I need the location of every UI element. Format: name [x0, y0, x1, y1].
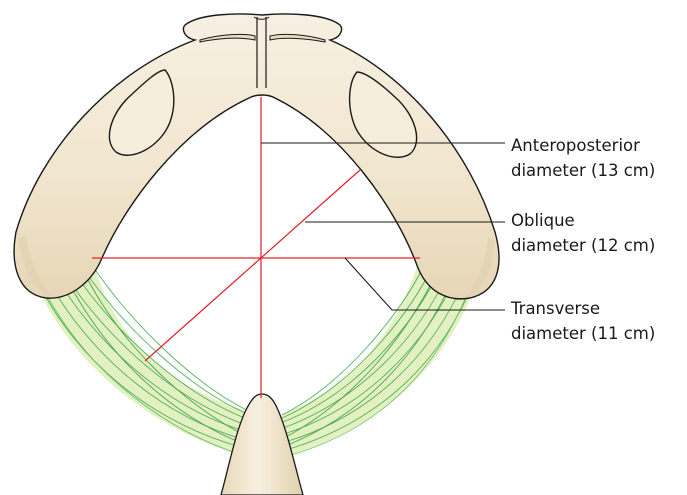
anteroposterior-label-line2: diameter (13 cm) — [511, 158, 655, 183]
transverse-label-line1: Transverse — [511, 296, 655, 321]
oblique-diameter-line — [145, 170, 360, 361]
oblique-label-line2: diameter (12 cm) — [511, 233, 655, 258]
anteroposterior-label-line1: Anteroposterior — [511, 133, 655, 158]
oblique-diameter-label: Oblique diameter (12 cm) — [511, 208, 655, 258]
oblique-label-line1: Oblique — [511, 208, 655, 233]
transverse-diameter-label: Transverse diameter (11 cm) — [511, 296, 655, 346]
anteroposterior-diameter-label: Anteroposterior diameter (13 cm) — [511, 133, 655, 183]
transverse-label-line2: diameter (11 cm) — [511, 321, 655, 346]
pubic-arch — [14, 14, 499, 299]
